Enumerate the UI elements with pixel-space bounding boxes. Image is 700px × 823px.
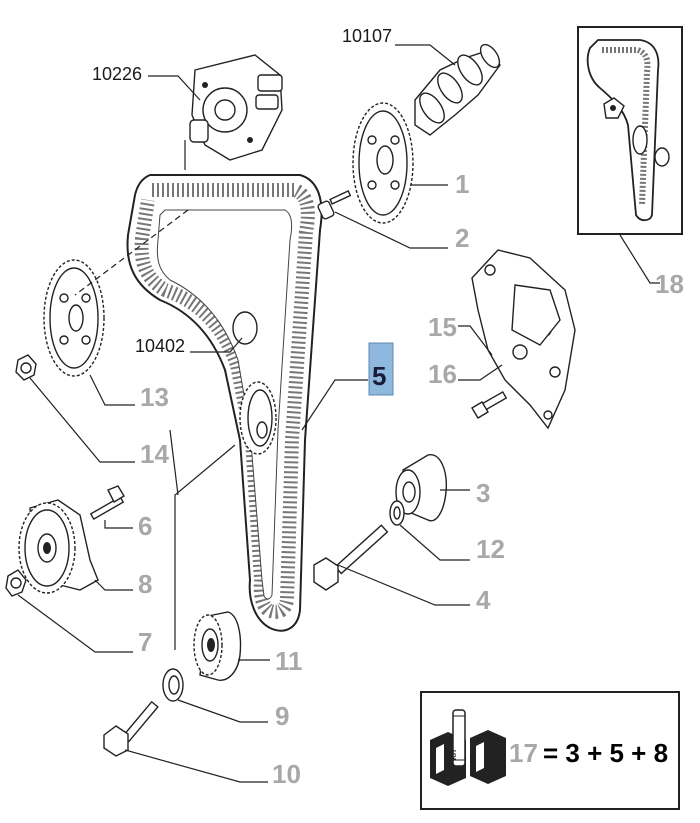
screw-2[interactable] <box>317 190 352 220</box>
timing-belt[interactable] <box>126 174 323 632</box>
screw-6[interactable] <box>89 485 125 521</box>
washer-12[interactable] <box>389 500 405 526</box>
leader-belt-left-2 <box>169 429 179 496</box>
callout-16: 16 <box>428 359 457 389</box>
callout-12: 12 <box>476 534 505 564</box>
belt-idler[interactable] <box>239 381 277 455</box>
leader-12 <box>399 524 470 561</box>
leader-6 <box>104 520 133 529</box>
camshaft[interactable] <box>414 41 503 136</box>
leader-9 <box>177 699 268 723</box>
leader-water-pump <box>190 337 243 353</box>
leader-camshaft <box>395 44 456 66</box>
kit-label: KIT <box>451 748 458 760</box>
kit-icon <box>430 709 506 786</box>
leader-16 <box>458 364 503 381</box>
callout-5: 5 <box>372 361 386 391</box>
code-camshaft: 10107 <box>342 26 392 46</box>
callout-5-highlight <box>368 342 394 396</box>
nut-14[interactable] <box>15 354 37 381</box>
tensioner[interactable] <box>18 499 99 594</box>
leader-5 <box>301 379 368 431</box>
leader-18 <box>619 234 660 284</box>
callout-13: 13 <box>140 382 169 412</box>
nut-7[interactable] <box>5 569 27 597</box>
bolt-10[interactable] <box>103 700 159 757</box>
inset-belt[interactable] <box>586 39 670 222</box>
callout-8: 8 <box>138 569 152 599</box>
leader-2 <box>334 211 448 249</box>
leader-fuel-pump <box>148 75 201 101</box>
callout-7: 7 <box>138 627 152 657</box>
callout-3: 3 <box>476 478 490 508</box>
kit-formula: = 3 + 5 + 8 <box>543 738 668 768</box>
leader-13 <box>89 374 135 406</box>
leader-10 <box>124 749 268 783</box>
bolt-16[interactable] <box>471 390 508 419</box>
code-water-pump: 10402 <box>135 336 185 356</box>
callout-10: 10 <box>272 759 301 789</box>
washer-9[interactable] <box>162 668 184 702</box>
bracket[interactable] <box>471 249 576 430</box>
leader-15 <box>458 325 493 356</box>
leader-14 <box>29 377 135 463</box>
callout-15: 15 <box>428 312 457 342</box>
left-pulley[interactable] <box>43 259 105 377</box>
pulley-11[interactable] <box>193 611 242 681</box>
callout-11: 11 <box>275 646 303 676</box>
callout-4: 4 <box>476 585 491 615</box>
callout-18: 18 <box>655 269 684 299</box>
leader-7 <box>17 594 133 653</box>
fuel-pump[interactable] <box>184 54 283 170</box>
code-fuel-pump: 10226 <box>92 64 142 84</box>
callout-17: 17 <box>509 738 538 768</box>
leader-4 <box>337 564 470 606</box>
water-pump-pulley[interactable] <box>232 311 258 345</box>
callout-9: 9 <box>275 701 289 731</box>
callout-6: 6 <box>138 511 152 541</box>
callout-2: 2 <box>455 223 469 253</box>
callout-14: 14 <box>140 439 169 469</box>
leader-8 <box>94 579 133 591</box>
callout-1: 1 <box>455 169 469 199</box>
bolt-4[interactable] <box>313 524 389 591</box>
roller-3[interactable] <box>395 454 447 522</box>
leader-belt-left <box>174 444 236 650</box>
camshaft-pulley[interactable] <box>352 102 414 224</box>
